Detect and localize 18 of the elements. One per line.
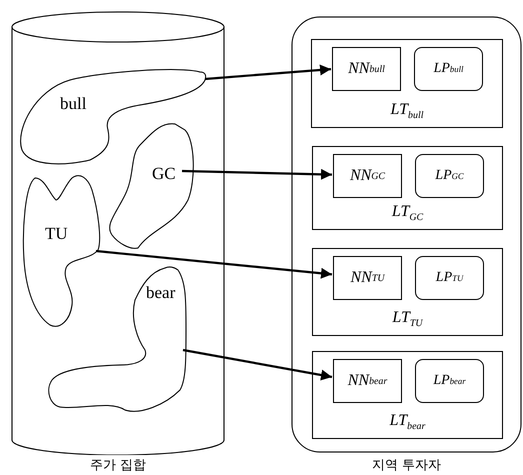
group-label: 주가 집합 [90,457,146,474]
region-label: TU [45,225,68,243]
box-label: LT$_{GC}$ [392,202,424,223]
region-label: bull [60,95,86,113]
arrow [182,168,332,180]
arrow [182,348,332,380]
arrow [96,250,332,279]
region-label: bear [146,284,176,302]
group-label: 지역 투자자 [372,457,442,474]
module-box [311,39,503,128]
region-label: GC [152,165,176,183]
module-box [312,351,503,439]
box-label: LT$_{bear}$ [390,412,426,432]
module-box [312,146,503,230]
box-label: LT$_{bull}$ [390,100,424,121]
box-label: LT$_{TU}$ [392,308,423,329]
arrow [204,64,332,80]
module-box [312,248,503,336]
